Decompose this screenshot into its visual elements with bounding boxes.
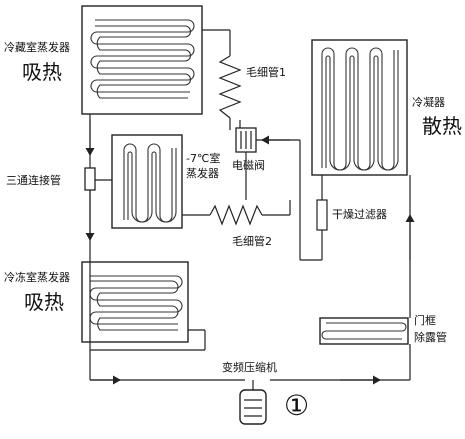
mid-evaporator-label-line1: -7℃室 — [186, 152, 221, 165]
absorb-heat-label-top: 吸热 — [22, 60, 62, 84]
compressor-icon — [239, 380, 267, 425]
absorb-heat-label-bottom: 吸热 — [24, 290, 64, 314]
condenser — [311, 39, 408, 176]
piping — [85, 29, 415, 385]
solenoid-valve-icon — [235, 127, 257, 153]
mid-evaporator-label-line2: 蒸发器 — [186, 167, 219, 180]
capillary-coil-icon — [218, 55, 242, 119]
heat-release-label: 散热 — [422, 114, 462, 138]
freezer-evaporator-label: 冷冻室蒸发器 — [4, 271, 70, 284]
solenoid-label: 电磁阀 — [232, 159, 265, 172]
compressor-label: 变频压缩机 — [222, 361, 277, 374]
capillary-1-label: 毛细管1 — [246, 66, 286, 79]
capillary-coil-icon — [209, 204, 263, 226]
condenser-label: 冷凝器 — [412, 96, 445, 109]
fridge-evaporator — [81, 5, 203, 115]
capillary-2-label: 毛细管2 — [232, 235, 272, 248]
mid-evaporator — [111, 134, 183, 229]
fridge-evaporator-label: 冷藏室蒸发器 — [4, 41, 70, 54]
three-way-label: 三通连接管 — [6, 174, 61, 187]
door-frame-label-line2: 除露管 — [414, 331, 447, 344]
dryer-filter-label: 干燥过滤器 — [332, 208, 387, 221]
dryer-filter-icon — [316, 199, 328, 231]
freezer-evaporator — [81, 261, 189, 343]
door-frame-pipe — [319, 317, 409, 345]
door-frame-label-line1: 门框 — [414, 314, 436, 327]
three-way-junction-icon — [84, 167, 96, 191]
number-mark: ① — [284, 389, 310, 422]
